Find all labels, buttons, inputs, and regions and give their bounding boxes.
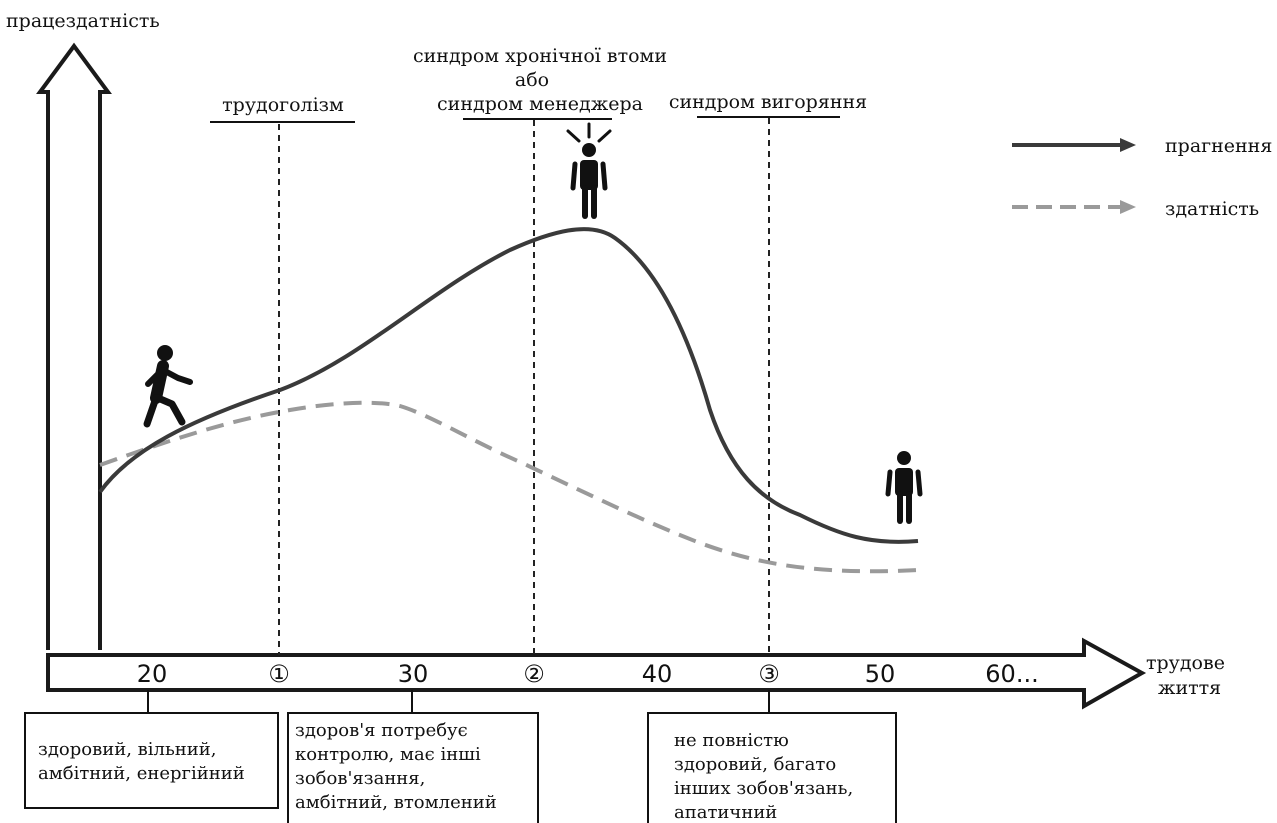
note-3-line-2: здоровий, багато xyxy=(674,754,836,775)
note-1-line-1: здоровий, вільний, xyxy=(38,739,217,760)
age-tick-50: 50 xyxy=(865,660,896,688)
x-axis-label-line2: життя xyxy=(1158,677,1221,699)
age-tick-30: 30 xyxy=(398,660,429,688)
stage-marker-1: ① xyxy=(268,660,290,688)
age-tick-60: 60... xyxy=(985,660,1038,688)
legend-aspiration-arrowhead xyxy=(1120,138,1136,152)
stage-2-title-line3: синдром менеджера xyxy=(437,93,643,115)
walking-person-icon xyxy=(143,345,193,428)
y-axis-arrow xyxy=(36,42,112,650)
stage-2-title-line2: або xyxy=(515,69,549,91)
legend-ability-arrowhead xyxy=(1120,200,1136,214)
note-box-1 xyxy=(24,712,279,809)
legend-aspiration-label: прагнення xyxy=(1165,135,1272,157)
stage-marker-2: ② xyxy=(523,660,545,688)
note-2-line-2: контролю, має інші xyxy=(295,744,481,765)
x-axis-arrow xyxy=(46,637,1147,710)
note-2-line-4: амбітний, втомлений xyxy=(295,792,497,813)
age-tick-20: 20 xyxy=(137,660,168,688)
note-1-line-2: амбітний, енергійний xyxy=(38,763,245,784)
stage-1-title: трудоголізм xyxy=(222,94,344,116)
y-axis-label: працездатність xyxy=(6,10,160,32)
stage-marker-3: ③ xyxy=(758,660,780,688)
stage-3-title: синдром вигоряння xyxy=(669,91,867,113)
note-box-3 xyxy=(647,712,897,823)
note-2-line-1: здоров'я потребує xyxy=(295,720,468,741)
legend-ability-label: здатність xyxy=(1165,198,1259,220)
note-3-line-1: не повністю xyxy=(674,730,789,751)
x-axis-label-line1: трудове xyxy=(1146,652,1225,674)
standing-person-icon xyxy=(885,451,923,524)
note-2-line-3: зобов'язання, xyxy=(295,768,425,789)
stressed-person-icon xyxy=(566,122,612,219)
aspiration-curve xyxy=(98,227,919,544)
note-box-2 xyxy=(287,712,539,823)
note-3-line-3: інших зобов'язань, xyxy=(674,778,853,799)
stage-2-title-line1: синдром хронічної втоми xyxy=(413,45,667,67)
ability-curve xyxy=(99,400,919,574)
age-tick-40: 40 xyxy=(642,660,673,688)
note-3-line-4: апатичний xyxy=(674,802,777,823)
